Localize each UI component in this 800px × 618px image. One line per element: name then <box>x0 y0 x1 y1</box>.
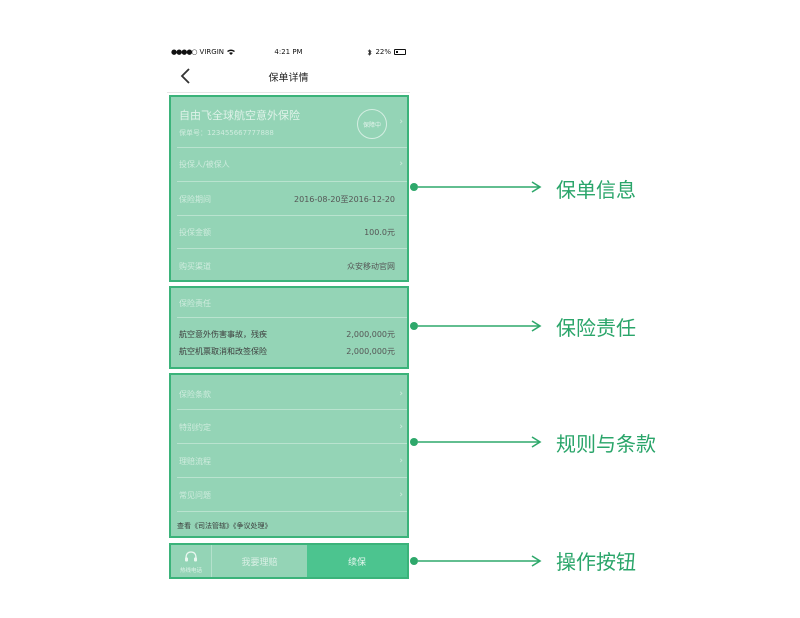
purchase-channel-value: 众安移动官网 <box>347 262 395 271</box>
callout-dot <box>410 322 418 330</box>
divider <box>177 181 407 182</box>
insured-amount-row: 投保金额 100.0元 <box>179 227 399 238</box>
callout-dot <box>410 438 418 446</box>
bluetooth-icon <box>368 48 372 56</box>
chevron-right-icon[interactable]: › <box>399 389 403 399</box>
coverage-header: 保险责任 <box>179 299 211 308</box>
callout-label-coverage: 保险责任 <box>556 316 636 340</box>
callout-label-rules: 规则与条款 <box>556 432 656 456</box>
rules-item-special[interactable]: 特别约定 <box>179 423 211 432</box>
divider <box>177 215 407 216</box>
action-bar: 热线电话 我要理赔 续保 <box>169 543 409 579</box>
callout-label-actions: 操作按钮 <box>556 550 636 574</box>
divider <box>177 317 407 318</box>
battery-percent: 22% <box>375 48 391 56</box>
rules-item-claims[interactable]: 理赔流程 <box>179 457 211 466</box>
divider <box>177 443 407 444</box>
purchase-channel-row: 购买渠道 众安移动官网 <box>179 261 399 272</box>
row-label: 投保金额 <box>179 228 211 237</box>
status-time: 4:21 PM <box>274 48 303 56</box>
policy-number: 保单号：123455667777888 <box>179 129 274 137</box>
wifi-icon <box>227 49 235 55</box>
divider <box>177 248 407 249</box>
chevron-right-icon[interactable]: › <box>399 456 403 466</box>
divider <box>177 511 407 512</box>
callout-label-policy-info: 保单信息 <box>556 178 636 202</box>
divider <box>177 477 407 478</box>
rules-item-terms[interactable]: 保险条款 <box>179 390 211 399</box>
jurisdiction-links[interactable]: 查看《司法管辖》《争议处理》 <box>177 522 272 530</box>
coverage-section: 保险责任 航空意外伤害事故，残疾 2,000,000元 航空机票取消和改签保险 … <box>169 286 409 369</box>
arrow-right-icon <box>418 555 542 567</box>
renew-button[interactable]: 续保 <box>307 545 407 577</box>
callout-dot <box>410 557 418 565</box>
product-name: 自由飞全球航空意外保险 <box>179 109 300 122</box>
claim-button[interactable]: 我要理赔 <box>211 545 307 577</box>
arrow-right-icon <box>418 436 542 448</box>
coverage-item-label: 航空意外伤害事故，残疾 <box>179 330 267 339</box>
insurance-period-row: 保险期间 2016-08-20至2016-12-20 <box>179 194 399 205</box>
insured-person-row[interactable]: 投保人/被保人 <box>179 159 399 170</box>
coverage-item: 航空机票取消和改签保险 2,000,000元 <box>179 346 399 357</box>
navigation-bar: 保单详情 <box>167 59 410 93</box>
battery-icon <box>394 49 406 55</box>
coverage-item-value: 2,000,000元 <box>346 347 395 356</box>
row-label: 投保人/被保人 <box>179 160 230 169</box>
divider <box>177 409 407 410</box>
chevron-right-icon[interactable]: › <box>399 159 403 169</box>
insured-amount-value: 100.0元 <box>364 228 395 237</box>
status-bar: ●●●●○ VIRGIN 4:21 PM 22% <box>167 45 410 59</box>
chevron-right-icon[interactable]: › <box>399 490 403 500</box>
row-label: 保险期间 <box>179 195 211 204</box>
insurance-period-value: 2016-08-20至2016-12-20 <box>294 195 395 204</box>
chevron-right-icon[interactable]: › <box>399 117 403 127</box>
hotline-button[interactable]: 热线电话 <box>171 545 211 577</box>
policy-info-section: 自由飞全球航空意外保险 保单号：123455667777888 保障中 › 投保… <box>169 95 409 282</box>
headset-icon <box>185 551 197 562</box>
carrier-name: VIRGIN <box>199 48 224 56</box>
coverage-item-label: 航空机票取消和改签保险 <box>179 347 267 356</box>
row-label: 购买渠道 <box>179 262 211 271</box>
divider <box>177 147 407 148</box>
signal-strength-icon: ●●●●○ <box>171 48 198 56</box>
coverage-item-value: 2,000,000元 <box>346 330 395 339</box>
rules-section: 保险条款 › 特别约定 › 理赔流程 › 常见问题 › 查看《司法管辖》《争议处… <box>169 373 409 538</box>
status-badge: 保障中 <box>357 109 387 139</box>
callout-dot <box>410 183 418 191</box>
back-chevron-icon[interactable] <box>177 66 195 86</box>
arrow-right-icon <box>418 181 542 193</box>
arrow-right-icon <box>418 320 542 332</box>
rules-item-faq[interactable]: 常见问题 <box>179 491 211 500</box>
hotline-label: 热线电话 <box>179 568 202 574</box>
coverage-item: 航空意外伤害事故，残疾 2,000,000元 <box>179 329 399 340</box>
chevron-right-icon[interactable]: › <box>399 422 403 432</box>
page-title: 保单详情 <box>268 73 309 84</box>
